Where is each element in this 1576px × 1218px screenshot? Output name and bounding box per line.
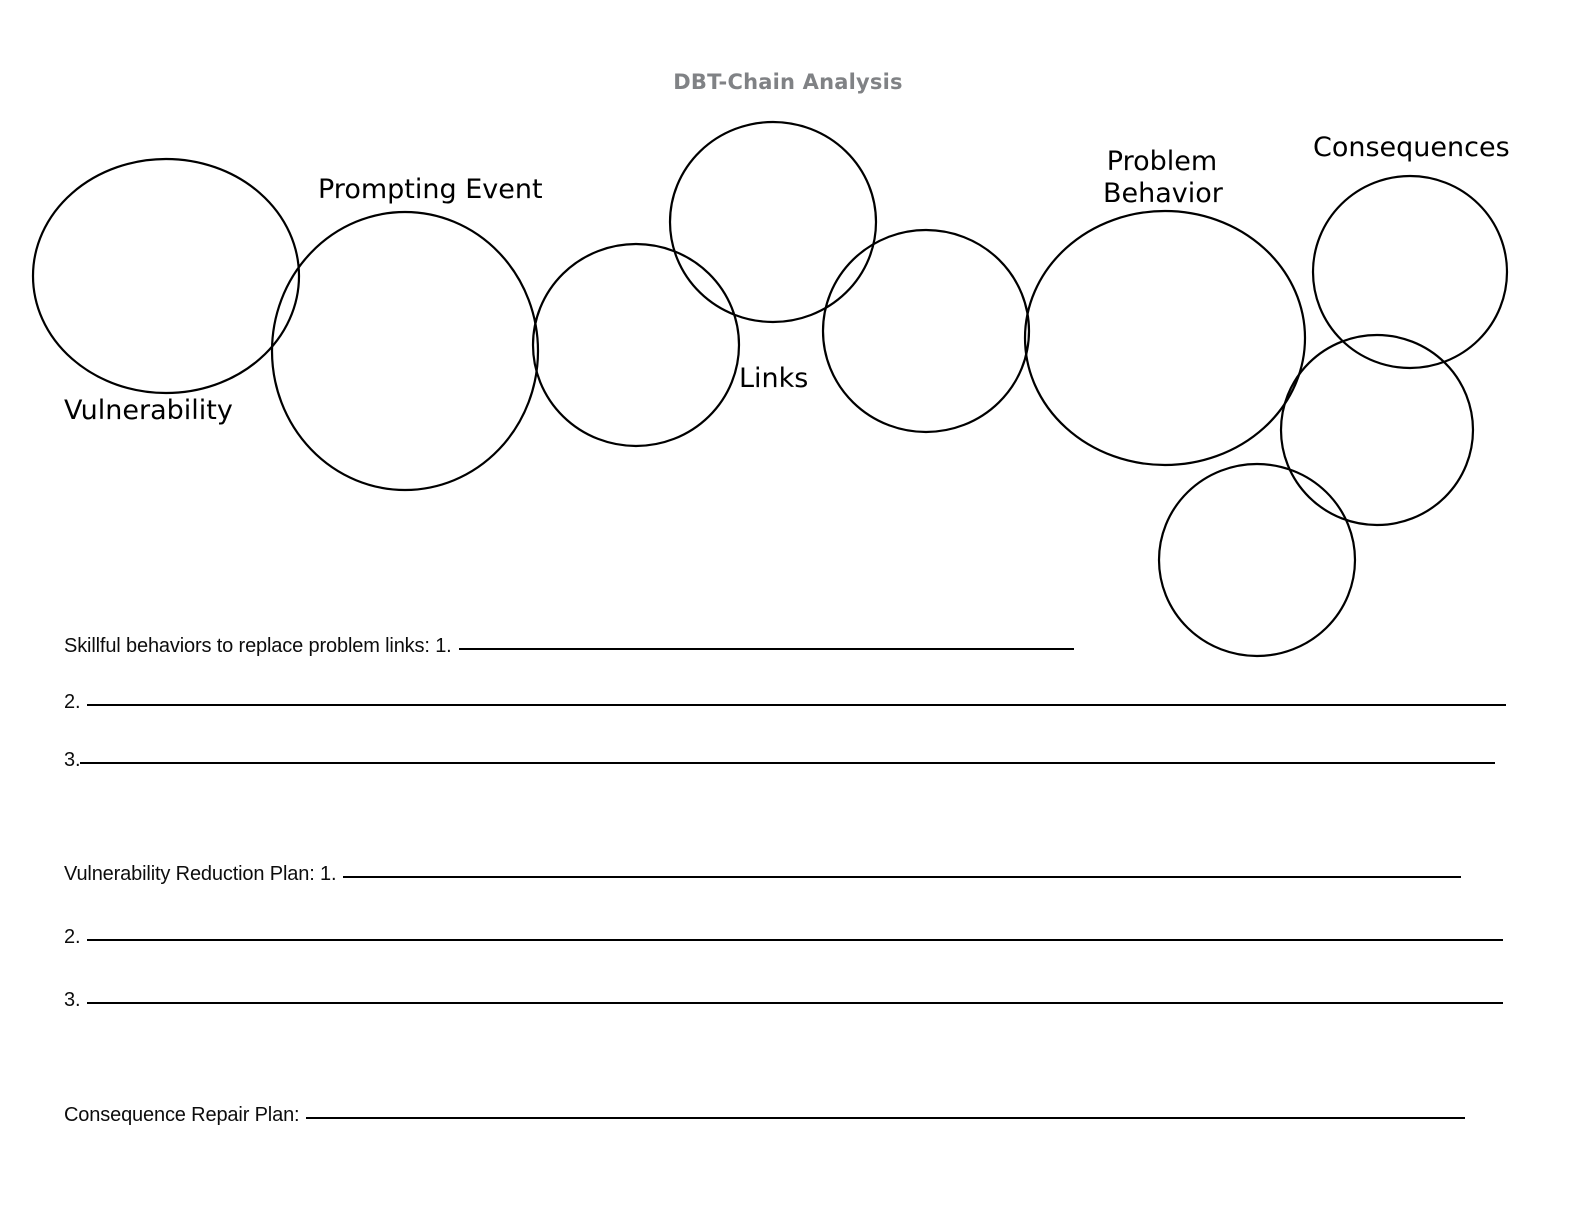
page-title: DBT-Chain Analysis bbox=[673, 70, 903, 94]
chain-diagram: Vulnerability Prompting Event Links Prob… bbox=[31, 120, 1510, 658]
label-links: Links bbox=[739, 363, 809, 394]
circle-consequence-3 bbox=[1157, 462, 1357, 658]
vulnerability-plan-row-1: Vulnerability Reduction Plan: 1. bbox=[64, 862, 1462, 886]
vulnerability-plan-input-3[interactable] bbox=[87, 1002, 1504, 1004]
skillful-behaviors-row-2: 2. bbox=[64, 690, 1507, 714]
vulnerability-plan-number-2: 2. bbox=[64, 926, 81, 948]
vulnerability-plan-input-1[interactable] bbox=[343, 876, 1462, 878]
consequence-repair-label: Consequence Repair Plan: bbox=[64, 1104, 300, 1126]
vulnerability-plan-row-3: 3. bbox=[64, 988, 1504, 1012]
label-consequences: Consequences bbox=[1313, 132, 1510, 163]
label-vulnerability: Vulnerability bbox=[64, 395, 233, 426]
vulnerability-plan-row-2: 2. bbox=[64, 925, 1504, 949]
label-problem-behavior-line-1: Problem bbox=[1106, 146, 1218, 177]
vulnerability-plan-number-3: 3. bbox=[64, 989, 81, 1011]
vulnerability-plan-input-2[interactable] bbox=[87, 939, 1504, 941]
skillful-behaviors-number-3: 3. bbox=[64, 749, 81, 771]
circles-svg bbox=[31, 120, 1509, 658]
circle-link-2 bbox=[668, 120, 878, 324]
consequence-repair-input[interactable] bbox=[306, 1117, 1466, 1119]
skillful-behaviors-input-1[interactable] bbox=[458, 648, 1074, 650]
label-prompting-event: Prompting Event bbox=[318, 174, 543, 205]
circle-prompting-event bbox=[270, 210, 540, 492]
skillful-behaviors-row-1: Skillful behaviors to replace problem li… bbox=[64, 634, 1074, 658]
circle-consequence-2 bbox=[1279, 333, 1475, 527]
skillful-behaviors-row-3: 3. bbox=[64, 748, 1496, 772]
consequence-repair-row: Consequence Repair Plan: bbox=[64, 1103, 1466, 1127]
skillful-behaviors-label: Skillful behaviors to replace problem li… bbox=[64, 635, 452, 657]
skillful-behaviors-input-3[interactable] bbox=[80, 762, 1496, 764]
vulnerability-plan-label: Vulnerability Reduction Plan: 1. bbox=[64, 863, 337, 885]
skillful-behaviors-number-2: 2. bbox=[64, 691, 81, 713]
skillful-behaviors-input-2[interactable] bbox=[87, 704, 1507, 706]
label-problem-behavior-line-2: Behavior bbox=[1103, 178, 1223, 209]
circle-link-3 bbox=[821, 228, 1031, 434]
circle-problem-behavior bbox=[1023, 209, 1307, 467]
circle-link-1 bbox=[531, 242, 741, 448]
circle-vulnerability bbox=[31, 157, 301, 395]
circle-consequence-1 bbox=[1311, 174, 1509, 370]
